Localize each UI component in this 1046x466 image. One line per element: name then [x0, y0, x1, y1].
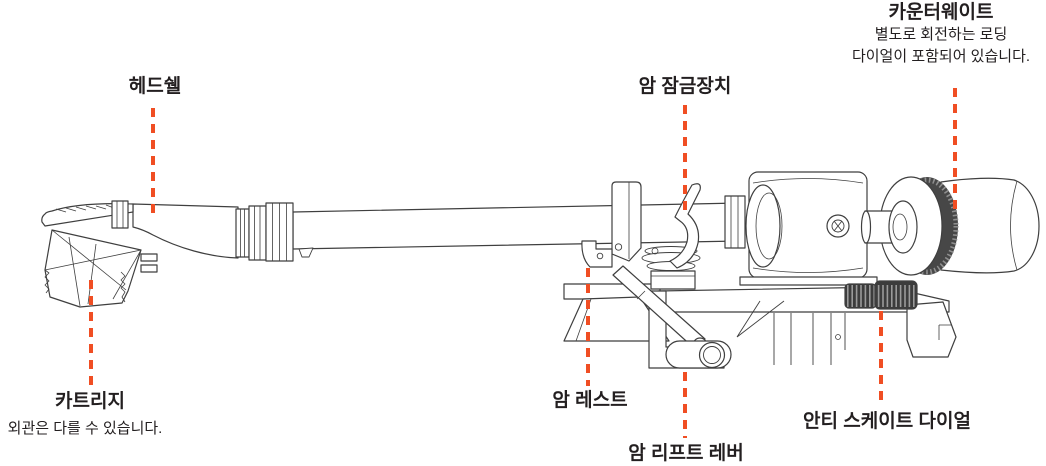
- arm-rest-label: 암 레스트: [552, 390, 627, 412]
- arm-lift-lever-label: 암 리프트 레버: [628, 443, 743, 465]
- counterweight-desc-line1: 별도로 회전하는 로딩: [874, 26, 1008, 43]
- cartridge-desc: 외관은 다를 수 있습니다.: [8, 418, 163, 440]
- headshell-title: 헤드쉘: [128, 76, 182, 97]
- headshell-leader-line: [151, 108, 155, 213]
- anti-skate-leader-line: [879, 311, 883, 406]
- cartridge-leader-line: [89, 280, 93, 386]
- cartridge-desc-line1: 외관은 다를 수 있습니다.: [7, 420, 163, 437]
- anti-skate-dial-title: 안티 스케이트 다이얼: [803, 411, 971, 432]
- counterweight-desc-line2: 다이얼이 포함되어 있습니다.: [851, 48, 1031, 65]
- base-drawing: [564, 266, 956, 368]
- arm-lock-label: 암 잠금장치: [639, 76, 732, 98]
- headshell-drawing: [42, 201, 238, 258]
- arm-lift-lever-title: 암 리프트 레버: [628, 443, 744, 464]
- arm-lift-leader-line: [683, 372, 687, 438]
- arm-rest-leader-line: [586, 268, 590, 386]
- arm-rest-title: 암 레스트: [552, 390, 628, 411]
- arm-rest-drawing: [582, 241, 612, 267]
- anti-skate-dial-label: 안티 스케이트 다이얼: [803, 411, 971, 433]
- cartridge-label: 카트리지: [55, 391, 125, 413]
- counterweight-leader-line: [953, 88, 957, 214]
- headshell-label: 헤드쉘: [129, 76, 181, 98]
- arm-collar-drawing: [236, 203, 293, 261]
- anti-skate-dial-drawing: [845, 281, 917, 309]
- cartridge-title: 카트리지: [55, 391, 125, 412]
- arm-lock-drawing: [670, 184, 700, 268]
- counterweight-label: 카운터웨이트 별도로 회전하는 로딩 다이얼이 포함되어 있습니다.: [852, 2, 1030, 68]
- cartridge-drawing: [45, 230, 157, 307]
- arm-lift-lever-drawing: [613, 266, 731, 368]
- counterweight-drawing: [862, 177, 1040, 275]
- arm-lock-leader-line: [683, 105, 687, 215]
- counterweight-title: 카운터웨이트: [888, 2, 994, 23]
- bearing-housing-drawing: [725, 172, 867, 278]
- arm-lock-title: 암 잠금장치: [638, 76, 732, 97]
- arm-rest-and-lock-drawing: [582, 182, 700, 289]
